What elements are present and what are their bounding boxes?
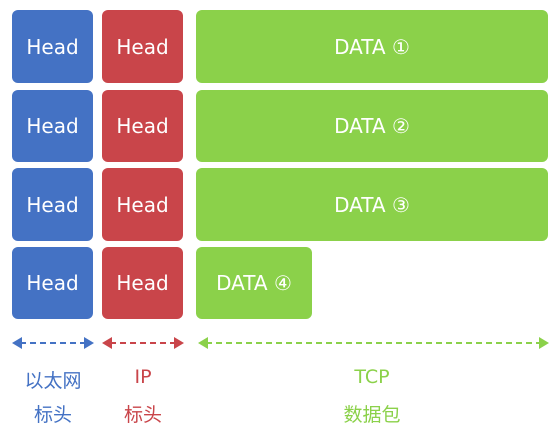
data-block-4: DATA ④ <box>196 247 312 319</box>
data-block-1: DATA ① <box>196 10 548 83</box>
ethernet-span-arrow <box>12 337 94 349</box>
ethernet-label-line2: 标头 <box>33 404 72 426</box>
data-block-3: DATA ③ <box>196 168 548 241</box>
ip-head-block-2: Head <box>102 90 183 162</box>
tcp-label-line1: TCP <box>354 366 390 388</box>
tcp-label-line2: 数据包 <box>343 404 401 426</box>
ethernet-head-block-3: Head <box>12 168 93 241</box>
ip-label-line2: 标头 <box>123 404 162 426</box>
ip-span-arrow <box>102 337 184 349</box>
ip-head-block-3: Head <box>102 168 183 241</box>
ethernet-head-block-4: Head <box>12 247 93 319</box>
ethernet-head-block-1: Head <box>12 10 93 83</box>
ip-label-line1: IP <box>134 366 152 388</box>
ip-head-block-4: Head <box>102 247 183 319</box>
ip-head-block-1: Head <box>102 10 183 83</box>
tcp-span-arrow <box>198 337 549 349</box>
data-block-2: DATA ② <box>196 90 548 162</box>
ethernet-label-line1: 以太网 <box>24 370 82 392</box>
ethernet-head-block-2: Head <box>12 90 93 162</box>
